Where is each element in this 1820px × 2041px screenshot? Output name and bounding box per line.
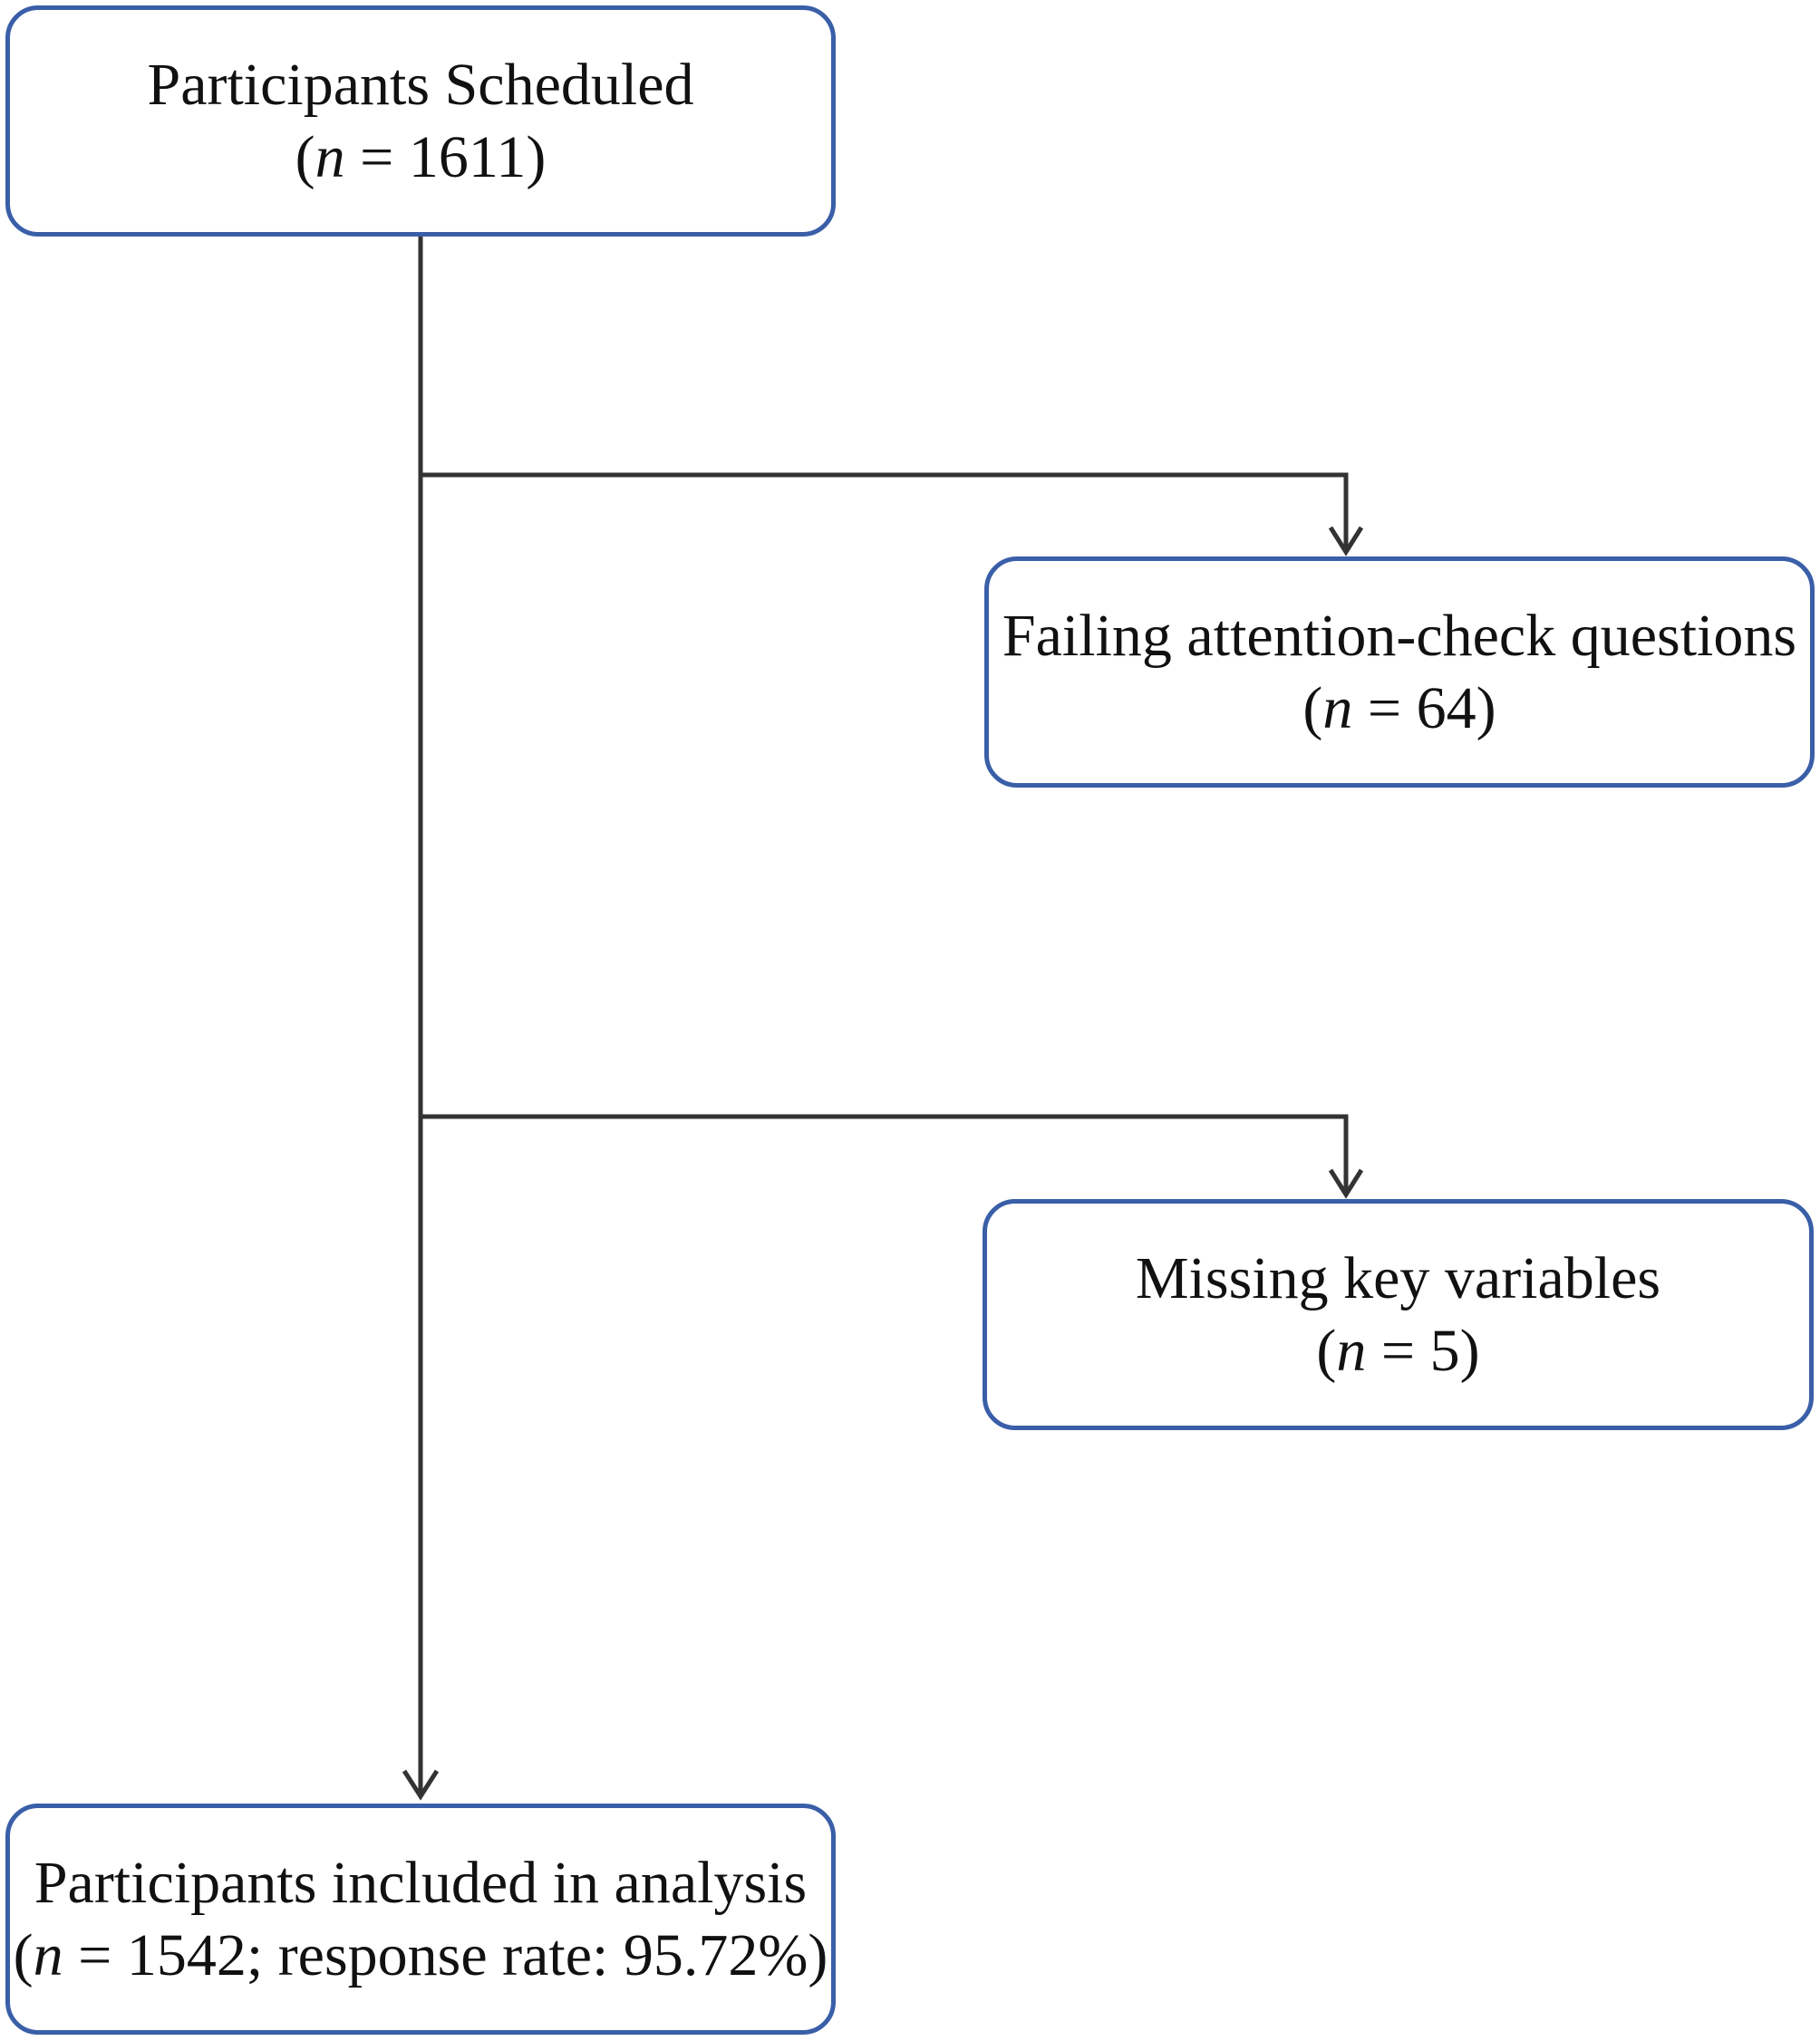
count-n-symbol: n [1322,674,1353,741]
branch-arrowhead-missing [1328,1168,1364,1199]
node-count: (n = 1542; response rate: 95.72%) [14,1920,828,1992]
node-title: Participants Scheduled [147,51,694,118]
branch-line-missing [421,1114,1349,1191]
node-title: Failing attention-check questions [1002,602,1797,669]
node-title: Participants included in analysis [34,1849,808,1916]
node-participants-included: Participants included in analysis (n = 1… [5,1804,836,2035]
count-n-symbol: n [315,123,345,190]
main-flow-arrowhead [402,1769,440,1801]
count-open-paren: ( [295,123,315,190]
node-count: (n = 5) [1316,1315,1479,1388]
count-n-symbol: n [33,1921,63,1988]
count-open-paren: ( [1302,674,1323,741]
node-title: Missing key variables [1135,1244,1661,1311]
node-failing-attention-check: Failing attention-check questions (n = 6… [984,556,1815,788]
node-missing-key-variables: Missing key variables (n = 5) [983,1199,1814,1430]
node-count: (n = 1611) [295,121,547,194]
count-value: = 1611) [344,123,547,190]
count-open-paren: ( [13,1921,34,1988]
node-participants-scheduled: Participants Scheduled (n = 1611) [5,5,836,237]
branch-line-attention [421,472,1349,548]
count-value: = 64) [1352,674,1496,741]
count-value: = 1542; response rate: 95.72%) [63,1921,828,1988]
branch-arrowhead-attention [1328,526,1364,556]
count-open-paren: ( [1316,1317,1337,1384]
count-value: = 5) [1366,1317,1480,1384]
node-count: (n = 64) [1302,672,1496,745]
count-n-symbol: n [1336,1317,1367,1384]
